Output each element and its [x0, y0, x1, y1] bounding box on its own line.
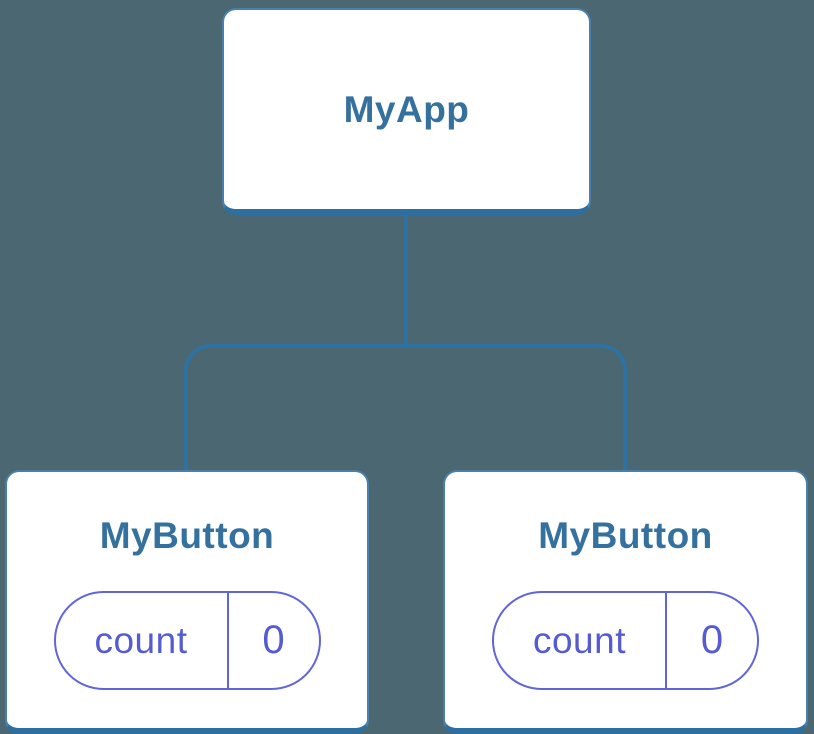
state-pill: count 0 — [53, 591, 321, 690]
component-node-mybutton-2: MyButton count 0 — [443, 470, 808, 734]
state-value: 0 — [226, 593, 319, 688]
component-name-label: MyButton — [538, 515, 713, 556]
connector-root-stem — [404, 215, 408, 346]
state-key-label: count — [94, 619, 188, 661]
component-name-label: MyApp — [343, 88, 470, 130]
connector-children-bracket — [184, 344, 627, 470]
state-pill: count 0 — [492, 591, 759, 690]
component-node-mybutton-1: MyButton count 0 — [5, 470, 369, 734]
state-key-label: count — [532, 619, 626, 661]
component-node-myapp: MyApp — [222, 8, 591, 215]
component-name-label: MyButton — [99, 515, 275, 556]
state-value: 0 — [665, 593, 757, 688]
